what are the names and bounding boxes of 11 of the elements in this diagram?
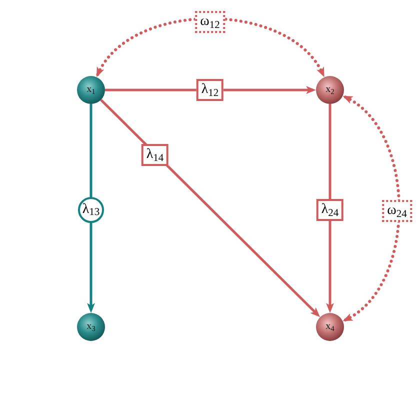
edge-label: ω$_{12}$ — [195, 11, 225, 33]
edge-label: λ$_{12}$ — [196, 79, 224, 101]
edge-label: λ$_{24}$ — [316, 199, 344, 221]
arrow — [87, 104, 95, 313]
double-arrow — [342, 95, 401, 322]
arrow — [326, 104, 334, 313]
edge-label: λ$_{13}$ — [78, 197, 104, 223]
double-arrow — [96, 17, 325, 77]
arrow — [100, 98, 320, 318]
edge-label: λ$_{14}$ — [141, 144, 169, 166]
edge-label: ω$_{24}$ — [382, 200, 412, 222]
